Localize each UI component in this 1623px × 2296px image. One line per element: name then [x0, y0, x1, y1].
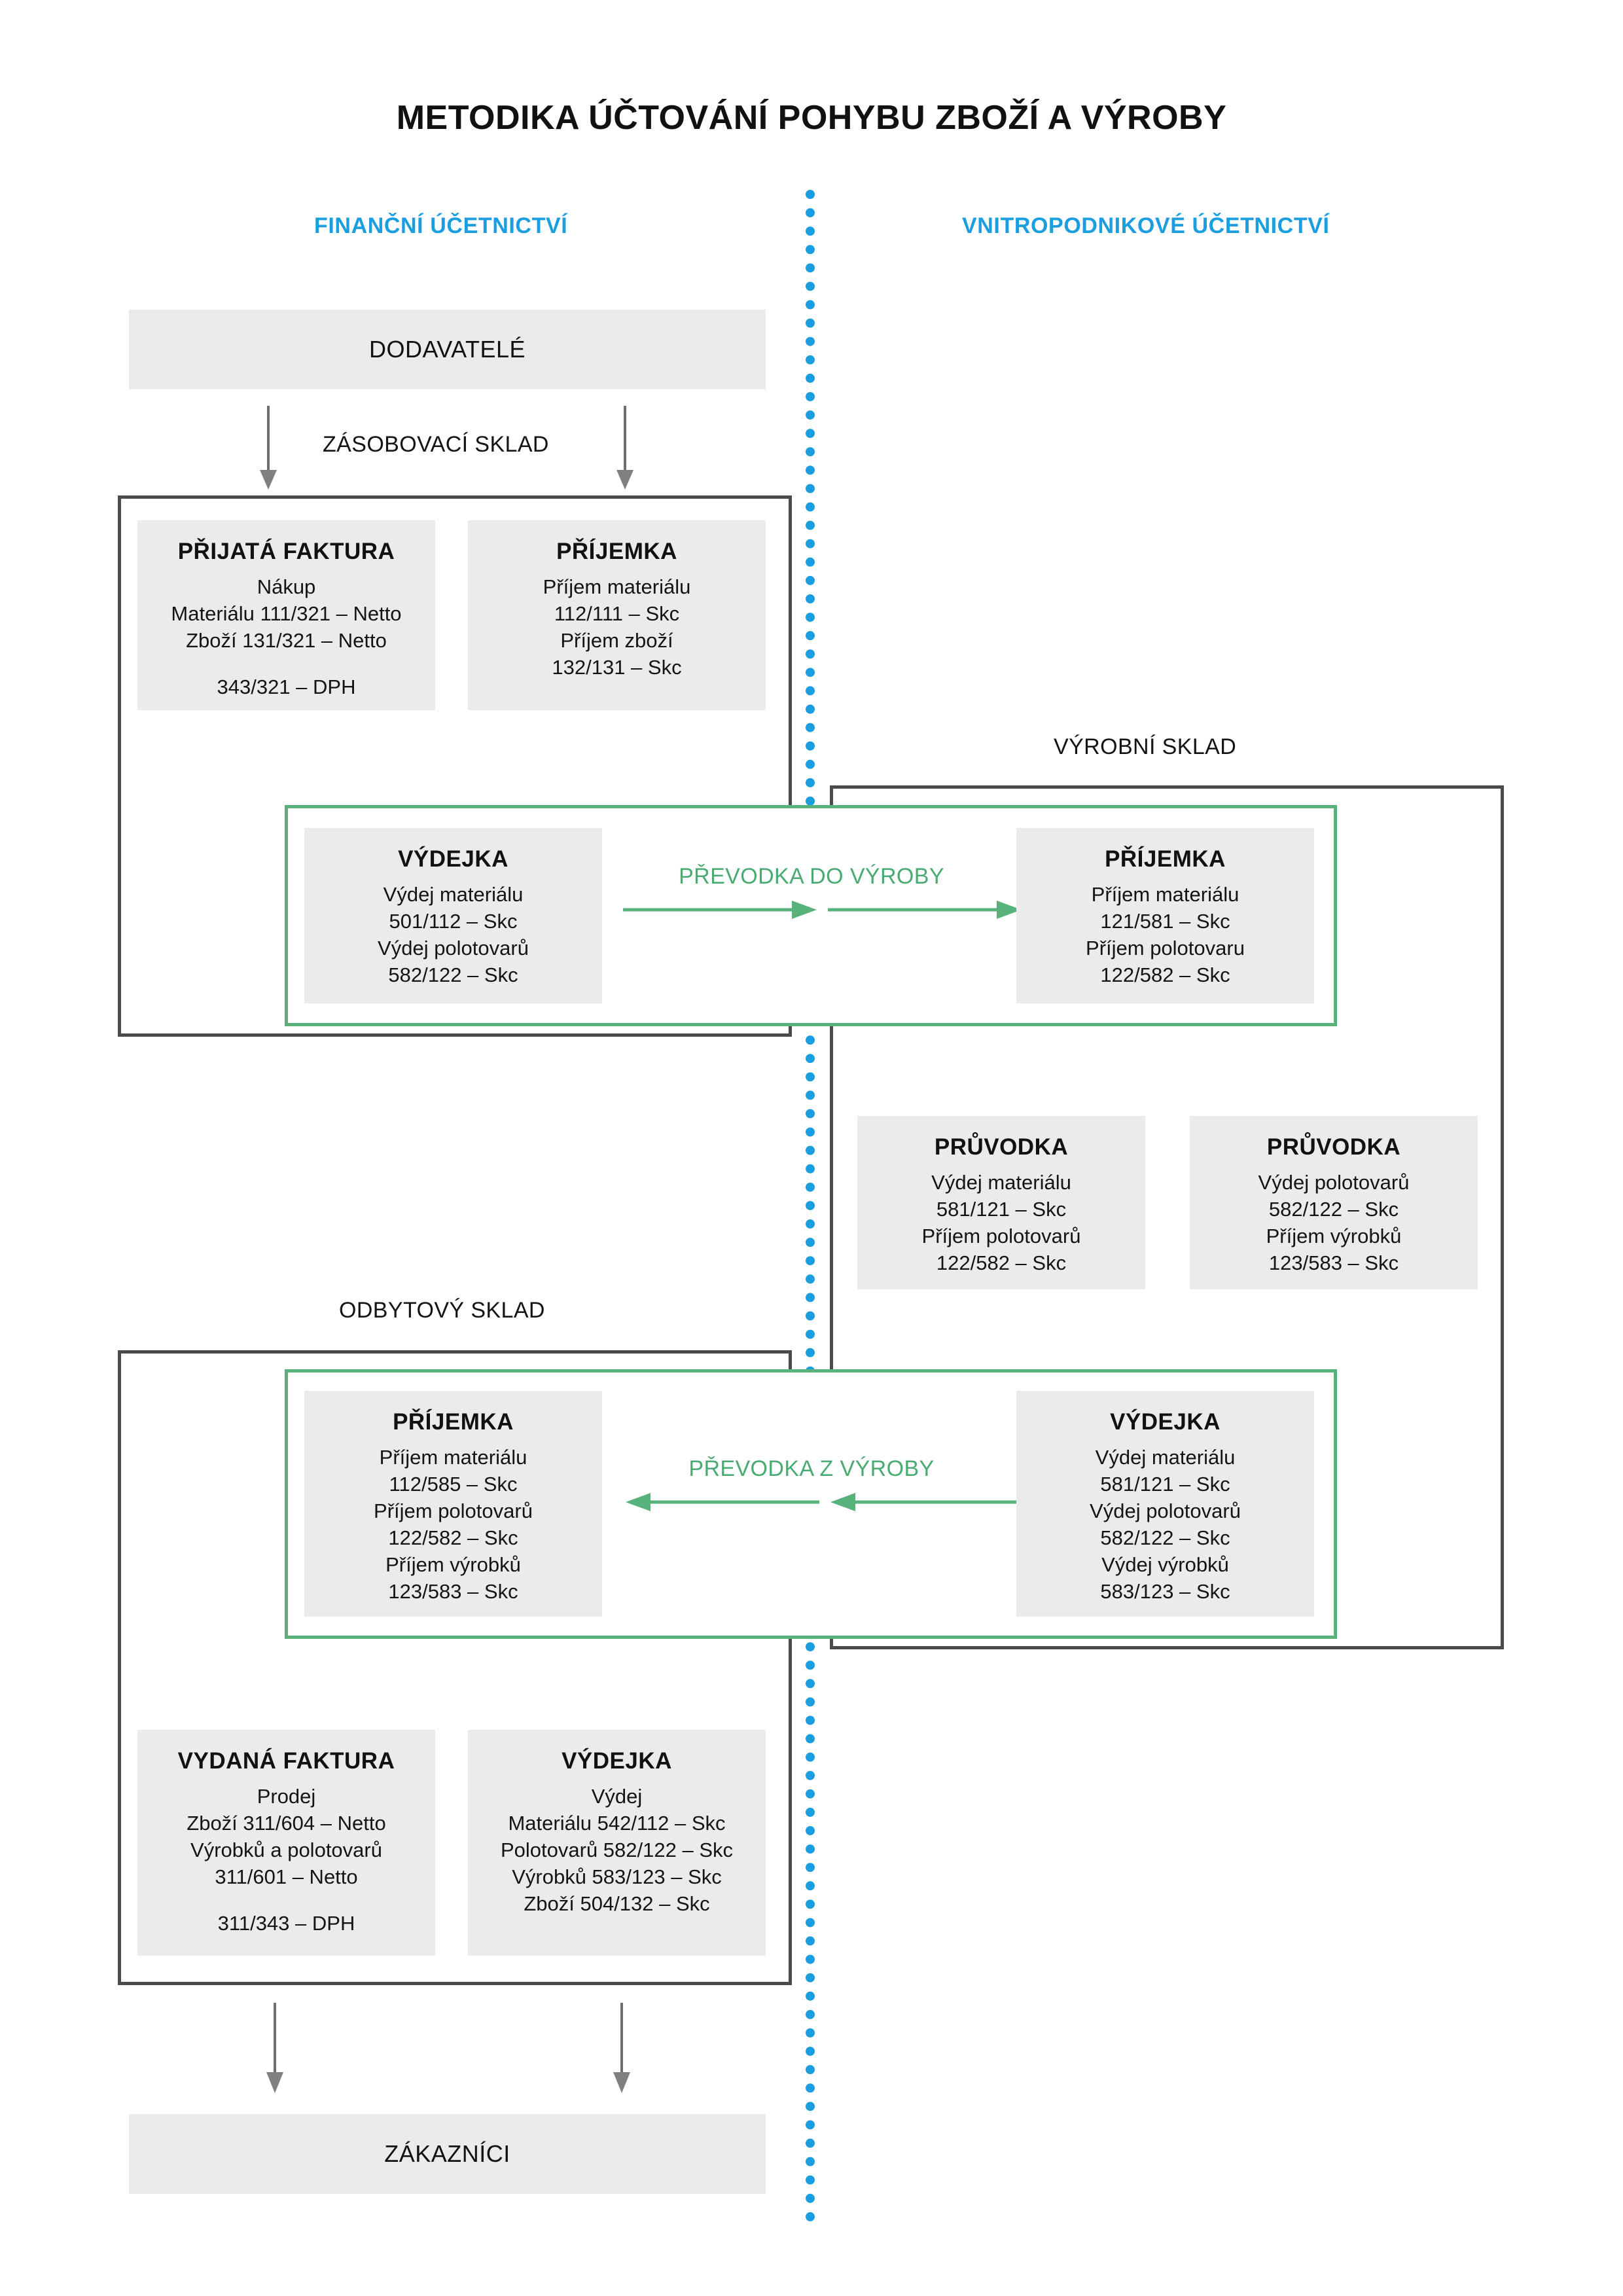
- card-line: 121/581 – Skc: [1100, 909, 1230, 933]
- card-line: 122/582 – Skc: [388, 1526, 518, 1549]
- arrow-to-production-left: [623, 901, 817, 919]
- card-line: 112/585 – Skc: [389, 1472, 518, 1496]
- card-heading: PŘÍJEMKA: [393, 1409, 514, 1435]
- card-line: Příjem výrobků: [385, 1552, 521, 1576]
- card-line: 123/583 – Skc: [1268, 1251, 1399, 1274]
- card-line: 311/343 – DPH: [217, 1911, 355, 1935]
- card-line: 132/131 – Skc: [552, 655, 682, 679]
- column-header-internal: VNITROPODNIKOVÉ ÚČETNICTVÍ: [962, 213, 1330, 238]
- card-line: Příjem polotovarů: [374, 1499, 533, 1522]
- section-label-supply-warehouse: ZÁSOBOVACÍ SKLAD: [323, 432, 549, 457]
- card-receipt-supply: PŘÍJEMKA Příjem materiálu 112/111 – Skc …: [468, 520, 766, 710]
- card-line: 311/601 – Netto: [215, 1865, 358, 1888]
- card-line: 501/112 – Skc: [389, 909, 518, 933]
- card-line: Příjem zboží: [560, 628, 673, 652]
- card-receipt-sales: PŘÍJEMKA Příjem materiálu 112/585 – Skc …: [304, 1391, 602, 1617]
- suppliers-banner: DODAVATELÉ: [129, 310, 766, 389]
- customers-banner: ZÁKAZNÍCI: [129, 2114, 766, 2194]
- card-line: 343/321 – DPH: [217, 675, 356, 698]
- card-line: Výrobků a polotovarů: [190, 1838, 382, 1861]
- card-line: 123/583 – Skc: [388, 1579, 518, 1603]
- card-line: Příjem polotovaru: [1086, 936, 1245, 960]
- section-label-production-warehouse: VÝROBNÍ SKLAD: [1054, 734, 1237, 759]
- card-line: 582/122 – Skc: [1100, 1526, 1230, 1549]
- arrow-issue-to-customers: [613, 2003, 630, 2093]
- card-receipt-production: PŘÍJEMKA Příjem materiálu 121/581 – Skc …: [1016, 828, 1314, 1003]
- card-heading: PŘÍJEMKA: [556, 539, 677, 564]
- card-line: 581/121 – Skc: [1100, 1472, 1230, 1496]
- card-line: Výdej materiálu: [931, 1171, 1071, 1194]
- card-line: Zboží 504/132 – Skc: [524, 1892, 710, 1915]
- card-line: Materiálu 111/321 – Netto: [171, 601, 402, 625]
- card-issue-sales: VÝDEJKA Výdej Materiálu 542/112 – Skc Po…: [468, 1730, 766, 1956]
- card-line: Polotovarů 582/122 – Skc: [500, 1838, 734, 1861]
- card-routing-material: PRŮVODKA Výdej materiálu 581/121 – Skc P…: [857, 1116, 1145, 1289]
- card-issued-invoice: VYDANÁ FAKTURA Prodej Zboží 311/604 – Ne…: [137, 1730, 435, 1956]
- card-received-invoice: PŘIJATÁ FAKTURA Nákup Materiálu 111/321 …: [137, 520, 435, 710]
- transfer-label-to-production: PŘEVODKA DO VÝROBY: [679, 864, 944, 889]
- card-line: Nákup: [257, 575, 316, 598]
- card-line: Zboží 131/321 – Netto: [186, 628, 387, 652]
- card-issue-to-production: VÝDEJKA Výdej materiálu 501/112 – Skc Vý…: [304, 828, 602, 1003]
- card-heading: VÝDEJKA: [562, 1748, 672, 1774]
- card-line: Prodej: [257, 1785, 316, 1808]
- customers-label: ZÁKAZNÍCI: [384, 2140, 510, 2167]
- card-line: 122/582 – Skc: [1100, 963, 1230, 986]
- transfer-label-from-production: PŘEVODKA Z VÝROBY: [688, 1456, 935, 1481]
- card-line: Příjem materiálu: [543, 575, 691, 598]
- card-line: Výdej materiálu: [383, 883, 524, 906]
- card-heading: VÝDEJKA: [398, 846, 508, 872]
- section-label-sales-warehouse: ODBYTOVÝ SKLAD: [339, 1298, 545, 1323]
- arrow-invoice-to-customers: [266, 2003, 283, 2093]
- card-line: 581/121 – Skc: [936, 1197, 1067, 1221]
- arrow-to-production-right: [828, 901, 1022, 919]
- card-heading: PRŮVODKA: [1266, 1134, 1401, 1160]
- card-line: Zboží 311/604 – Netto: [187, 1811, 386, 1835]
- card-heading: PRŮVODKA: [934, 1134, 1069, 1160]
- card-line: Příjem materiálu: [379, 1446, 527, 1469]
- arrow-from-production-left: [626, 1493, 819, 1511]
- card-line: 112/111 – Skc: [554, 601, 680, 625]
- card-line: 582/122 – Skc: [388, 963, 518, 986]
- card-line: Výdej materiálu: [1095, 1446, 1236, 1469]
- card-issue-from-production: VÝDEJKA Výdej materiálu 581/121 – Skc Vý…: [1016, 1391, 1314, 1617]
- accounting-divider: [806, 190, 824, 2222]
- suppliers-label: DODAVATELÉ: [368, 336, 526, 363]
- card-heading: PŘÍJEMKA: [1105, 846, 1226, 872]
- arrow-suppliers-to-receipt: [616, 406, 633, 490]
- card-heading: PŘIJATÁ FAKTURA: [177, 539, 395, 564]
- page-title: METODIKA ÚČTOVÁNÍ POHYBU ZBOŽÍ A VÝROBY: [396, 99, 1227, 137]
- card-line: Výdej polotovarů: [1090, 1499, 1241, 1522]
- card-line: Výdej výrobků: [1101, 1552, 1229, 1576]
- card-line: Příjem polotovarů: [921, 1224, 1081, 1247]
- card-heading: VYDANÁ FAKTURA: [177, 1748, 395, 1774]
- card-line: Výrobků 583/123 – Skc: [512, 1865, 722, 1888]
- card-line: 122/582 – Skc: [936, 1251, 1067, 1274]
- arrow-suppliers-to-invoice: [260, 406, 277, 490]
- card-line: Příjem výrobků: [1266, 1224, 1402, 1247]
- card-line: 583/123 – Skc: [1100, 1579, 1230, 1603]
- column-header-financial: FINANČNÍ ÚČETNICTVÍ: [314, 213, 568, 238]
- card-line: Výdej polotovarů: [1258, 1171, 1410, 1194]
- card-line: Výdej polotovarů: [378, 936, 529, 960]
- card-heading: VÝDEJKA: [1110, 1409, 1221, 1435]
- card-line: Výdej: [591, 1785, 643, 1808]
- card-line: Materiálu 542/112 – Skc: [508, 1811, 726, 1835]
- card-routing-semifinished: PRŮVODKA Výdej polotovarů 582/122 – Skc …: [1190, 1116, 1478, 1289]
- arrow-from-production-right: [830, 1493, 1024, 1511]
- card-line: 582/122 – Skc: [1268, 1197, 1399, 1221]
- card-line: Příjem materiálu: [1091, 883, 1240, 906]
